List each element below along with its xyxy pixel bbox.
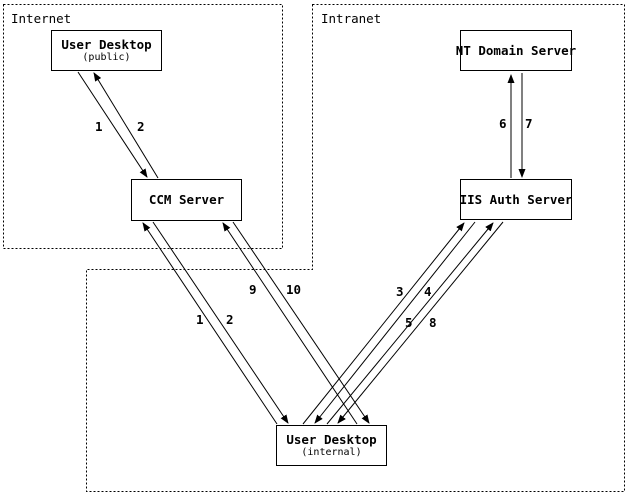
node-subtitle: (public) (82, 52, 131, 63)
flow-label-2-internal: 2 (226, 312, 234, 327)
node-user-desktop-public: User Desktop (public) (51, 30, 162, 71)
node-title: IIS Auth Server (459, 191, 573, 207)
flow-label-5: 5 (405, 315, 413, 330)
internet-zone-label: Internet (11, 11, 72, 26)
flow-arrow-1-public-desktop-to-ccm (77, 71, 148, 178)
flow-label-8: 8 (429, 315, 437, 330)
flow-label-6: 6 (499, 116, 507, 131)
flow-label-10: 10 (286, 282, 302, 297)
node-title: NT Domain Server (455, 42, 577, 58)
flow-arrow-9-internal-desktop-to-ccm (222, 222, 358, 425)
flow-label-7: 7 (525, 116, 533, 131)
flow-label-4: 4 (424, 284, 432, 299)
flow-arrow-1-internal-desktop-to-ccm (142, 222, 278, 425)
node-title: User Desktop (61, 37, 152, 52)
intranet-zone-label: Intranet (321, 11, 382, 26)
node-subtitle: (internal) (301, 447, 362, 458)
flow-label-1-public: 1 (95, 119, 103, 134)
flow-arrow-10-ccm-to-internal-desktop (232, 221, 370, 424)
flow-label-1-internal: 1 (196, 312, 204, 327)
flow-arrow-5-internal-desktop-to-iis (326, 222, 494, 425)
flow-arrow-3-internal-desktop-to-iis (302, 222, 465, 425)
node-iis-auth-server: IIS Auth Server (460, 179, 572, 220)
flow-arrow-4-iis-to-internal-desktop (314, 221, 476, 424)
node-title: CCM Server (148, 192, 225, 207)
node-title: User Desktop (286, 432, 377, 447)
flow-arrow-2-ccm-to-internal-desktop (152, 221, 289, 424)
flow-label-2-public: 2 (137, 119, 145, 134)
flow-arrow-8-iis-to-internal-desktop (337, 221, 504, 424)
flow-label-3: 3 (396, 284, 404, 299)
flow-arrow-2-ccm-to-public-desktop (93, 72, 159, 179)
node-ccm-server: CCM Server (131, 179, 242, 221)
node-nt-domain-server: NT Domain Server (456, 30, 576, 71)
node-user-desktop-internal: User Desktop (internal) (276, 425, 387, 466)
flow-label-9: 9 (249, 282, 257, 297)
intranet-zone-boundary (86, 4, 625, 492)
internet-zone-boundary (3, 4, 283, 249)
